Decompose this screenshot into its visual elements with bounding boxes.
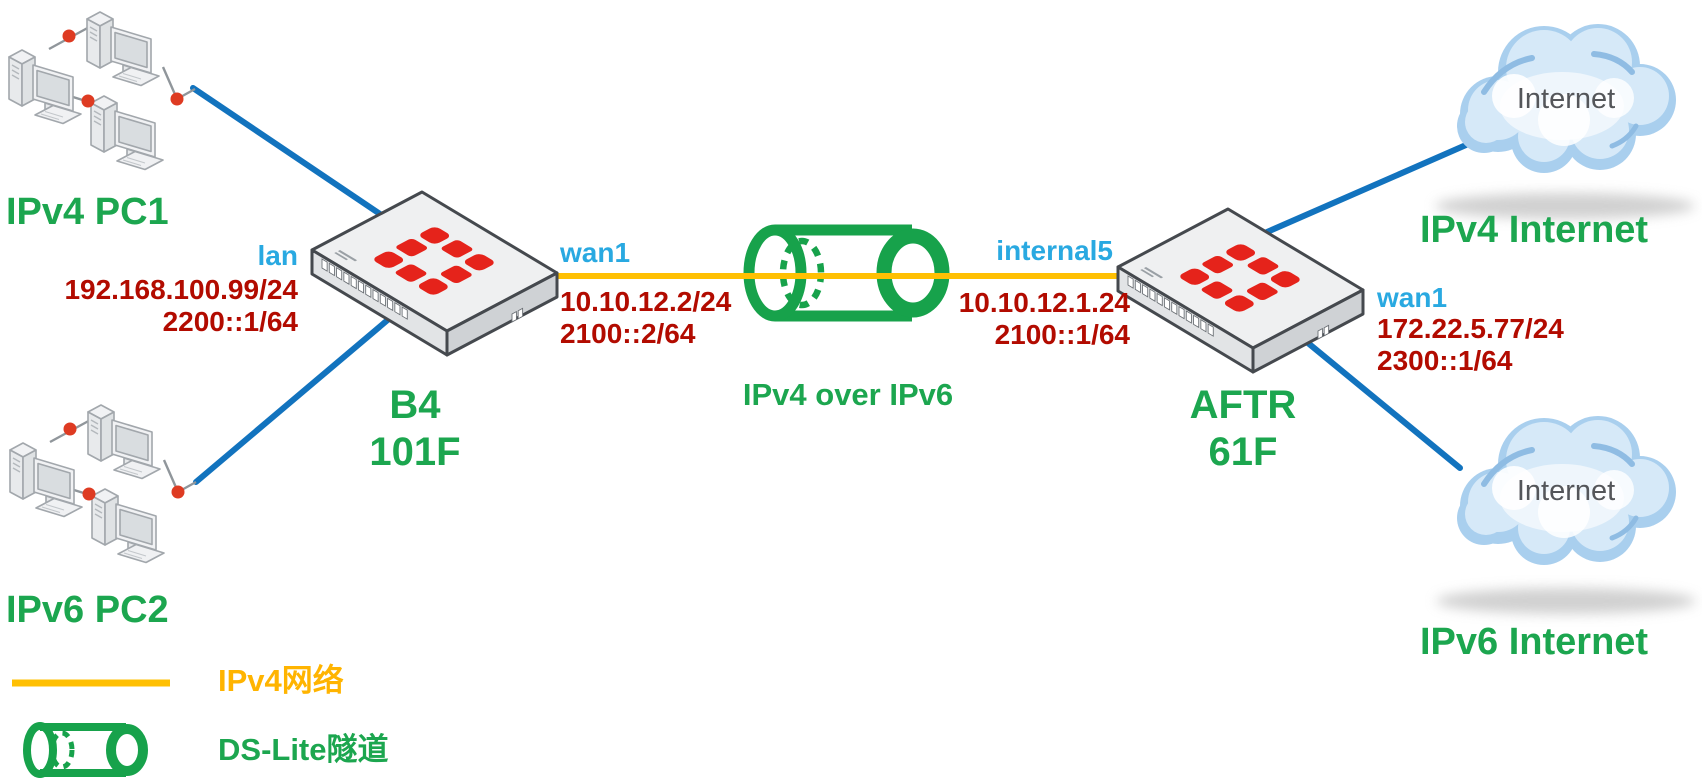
aftr-internal5-ipv4: 10.10.12.1.24 xyxy=(958,287,1130,318)
legend-tunnel-icon xyxy=(23,722,148,778)
ipv4-cloud-text: Internet xyxy=(1517,83,1615,115)
aftr-name: AFTR xyxy=(1189,383,1297,427)
router-b4-icon xyxy=(310,190,559,357)
tunnel-label: IPv4 over IPv6 xyxy=(742,377,954,412)
b4-lan-ip-block: 192.168.100.99/24 2200::1/64 xyxy=(18,274,298,338)
link-b4-pc2 xyxy=(193,315,393,485)
pc1-label: IPv4 PC1 xyxy=(6,191,169,233)
link-aftr-ipv6-internet xyxy=(1305,340,1463,471)
link-pc1-b4 xyxy=(190,85,383,217)
aftr-router-label: AFTR 61F xyxy=(1153,382,1333,476)
b4-lan-interface-label: lan xyxy=(257,240,298,271)
pc1-cluster-icon xyxy=(9,12,195,170)
b4-router-label: B4 101F xyxy=(330,382,500,476)
link-aftr-ipv4-internet xyxy=(1264,142,1469,235)
pc2-cluster-icon xyxy=(10,405,196,563)
cloud-shadow xyxy=(1435,193,1695,219)
b4-name: B4 xyxy=(389,383,441,427)
legend-dslite-tunnel-label: DS-Lite隧道 xyxy=(218,732,389,767)
aftr-model: 61F xyxy=(1208,430,1278,474)
pc2-label: IPv6 PC2 xyxy=(6,589,169,631)
legend-ipv4-network-label: IPv4网络 xyxy=(218,663,344,698)
ipv4-internet-label: IPv4 Internet xyxy=(1420,209,1649,251)
ipv6-internet-label: IPv6 Internet xyxy=(1420,621,1649,663)
b4-wan1-interface-label: wan1 xyxy=(560,237,631,268)
b4-lan-ipv4: 192.168.100.99/24 xyxy=(64,274,298,305)
aftr-internal5-interface-label: internal5 xyxy=(996,235,1113,266)
b4-wan1-ip-block: 10.10.12.2/24 2100::2/64 xyxy=(560,286,731,350)
b4-wan1-ipv6: 2100::2/64 xyxy=(560,318,696,349)
link-lines-blue xyxy=(190,85,1469,485)
aftr-wan1-ipv6: 2300::1/64 xyxy=(1377,345,1513,376)
aftr-wan1-ipv4: 172.22.5.77/24 xyxy=(1377,313,1564,344)
cloud-shadow xyxy=(1436,588,1696,614)
aftr-wan1-interface-label: wan1 xyxy=(1377,282,1448,313)
b4-lan-ipv6: 2200::1/64 xyxy=(162,306,298,337)
aftr-internal5-ipv6: 2100::1/64 xyxy=(994,319,1130,350)
router-aftr-icon xyxy=(1116,207,1365,374)
aftr-wan1-ip-block: 172.22.5.77/24 2300::1/64 xyxy=(1377,313,1564,377)
aftr-internal5-ip-block: 10.10.12.1.24 2100::1/64 xyxy=(845,287,1130,351)
ipv6-cloud-text: Internet xyxy=(1517,475,1615,507)
b4-wan1-ipv4: 10.10.12.2/24 xyxy=(560,286,732,317)
b4-model: 101F xyxy=(369,430,461,474)
